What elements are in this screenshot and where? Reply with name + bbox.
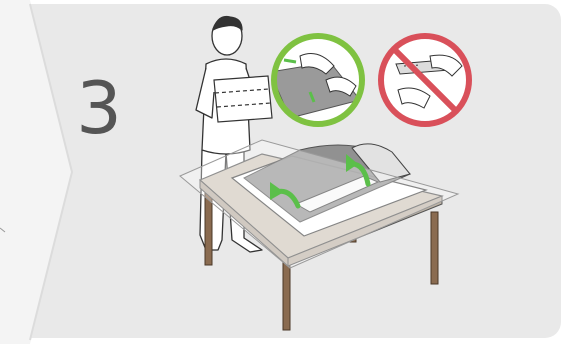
peel-film-correct-icon — [270, 34, 364, 126]
step-number: 3 — [64, 58, 134, 158]
instruction-sheet — [214, 76, 272, 122]
cutter-prohibited-icon — [379, 34, 471, 126]
